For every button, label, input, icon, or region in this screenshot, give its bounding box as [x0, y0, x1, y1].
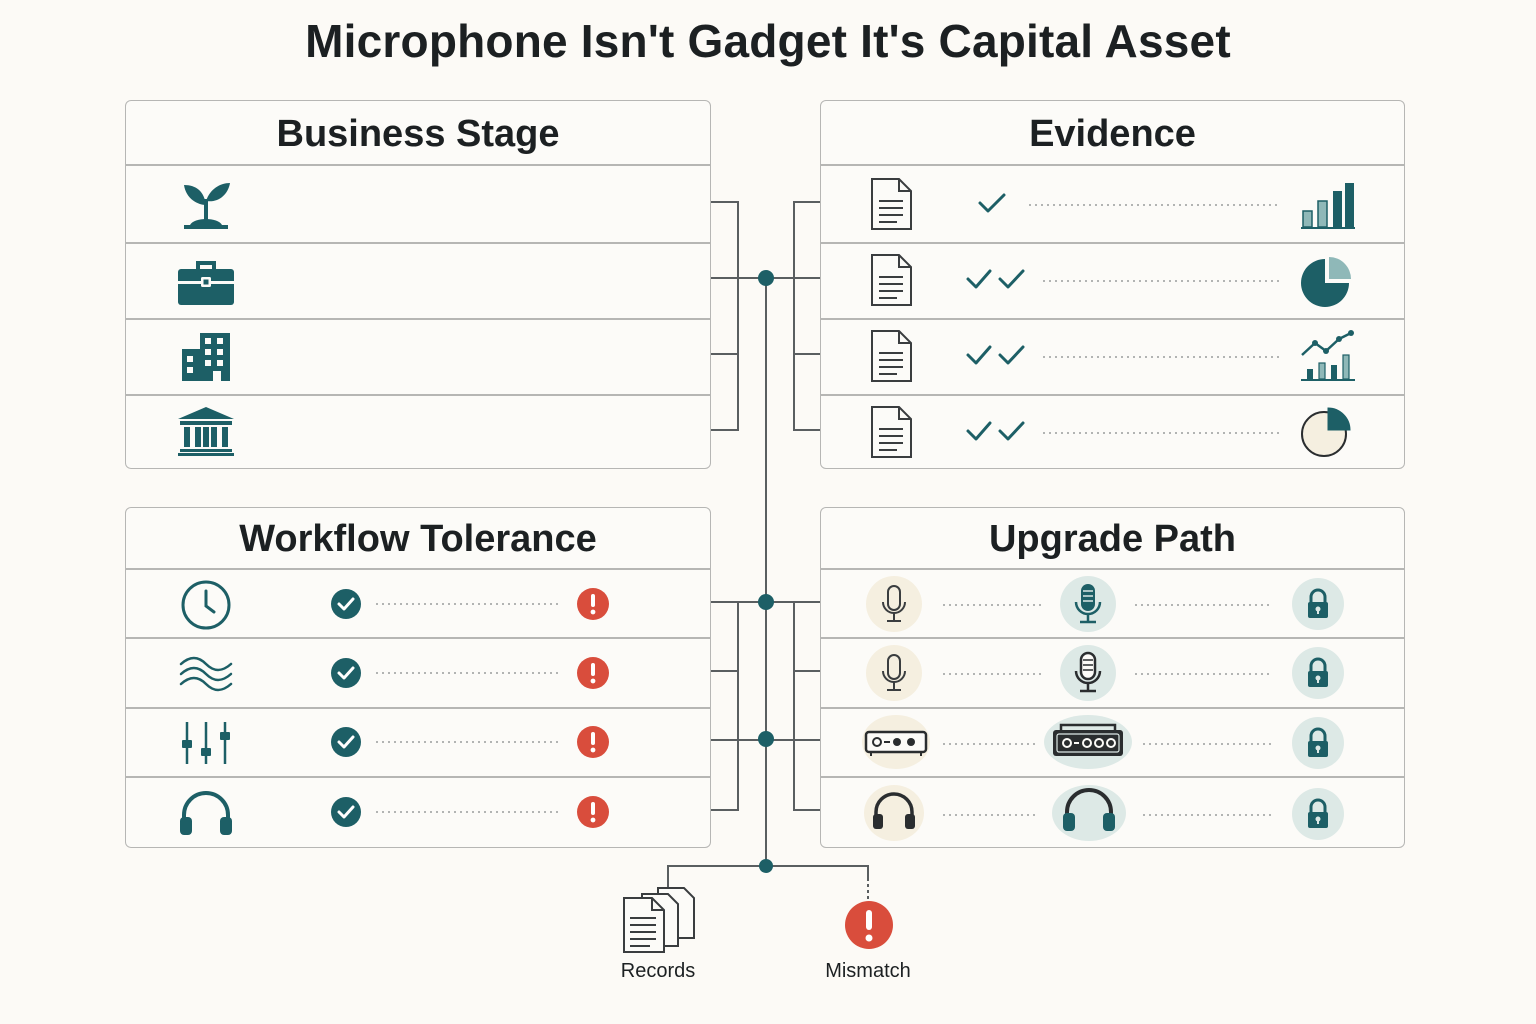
pie-chart-icon [1301, 257, 1351, 307]
hub-node [758, 594, 774, 610]
microphone-studio-icon [1060, 576, 1116, 632]
alert-circle-icon [577, 588, 609, 620]
bar-chart-icon [1301, 183, 1355, 229]
document-icon [871, 406, 912, 458]
records-icon [623, 887, 695, 953]
pie-chart-outline-icon [1301, 407, 1351, 457]
dotted-leader [376, 603, 562, 605]
briefcase-icon [178, 261, 234, 305]
audio-interface-pro-icon [1044, 715, 1132, 769]
dotted-leader [1029, 204, 1281, 206]
page-title: Microphone Isn't Gadget It's Capital Ass… [305, 15, 1231, 67]
dotted-leader [943, 814, 1035, 816]
headphones-basic-icon [864, 785, 924, 841]
check-mark-icon [978, 193, 1006, 213]
document-icon [871, 330, 912, 382]
institution-icon [178, 407, 234, 456]
alert-circle-icon [577, 657, 609, 689]
check-circle-icon [331, 589, 361, 619]
dotted-leader [943, 673, 1043, 675]
evidence-panel: Evidence [820, 100, 1405, 469]
hub-node [758, 731, 774, 747]
dotted-leader [1135, 673, 1271, 675]
hub-node [758, 270, 774, 286]
dotted-leader [1043, 280, 1281, 282]
lock-icon [1292, 717, 1344, 769]
alert-circle-icon [577, 796, 609, 828]
business-stage-title: Business Stage [276, 113, 560, 155]
dotted-leader [1135, 604, 1271, 606]
double-check-icon [966, 269, 1025, 289]
records-label: Records [620, 960, 696, 982]
dotted-leader [376, 741, 562, 743]
audio-interface-basic-icon [862, 715, 930, 769]
dotted-leader [1143, 814, 1271, 816]
mixer-sliders-icon [182, 722, 230, 764]
alert-circle-icon [577, 726, 609, 758]
lock-icon [1292, 788, 1344, 840]
upgrade-path-title: Upgrade Path [988, 518, 1237, 560]
waves-icon [179, 656, 233, 692]
upgrade-path-panel: Upgrade Path [820, 507, 1405, 848]
check-circle-icon [331, 797, 361, 827]
workflow-tolerance-title: Workflow Tolerance [239, 518, 597, 560]
dotted-leader [943, 743, 1035, 745]
headphones-pro-icon [1052, 785, 1126, 841]
lock-icon [1292, 647, 1344, 699]
check-circle-icon [331, 658, 361, 688]
trend-chart-icon [1301, 330, 1355, 381]
sprout-icon [184, 183, 230, 229]
clock-icon [181, 580, 231, 630]
lock-icon [1292, 578, 1344, 630]
mismatch-alert-icon [845, 901, 893, 949]
workflow-tolerance-panel: Workflow Tolerance [125, 507, 711, 848]
microphone-basic-icon [866, 576, 922, 632]
dotted-leader [943, 604, 1043, 606]
document-icon [871, 254, 912, 306]
evidence-title: Evidence [1029, 113, 1196, 155]
document-icon [871, 178, 912, 230]
microphone-basic-icon [866, 645, 922, 701]
mismatch-label: Mismatch [825, 960, 911, 982]
dotted-leader [1043, 432, 1281, 434]
office-building-icon [182, 333, 230, 381]
check-circle-icon [331, 727, 361, 757]
hub-node [759, 859, 773, 873]
dotted-leader [1043, 356, 1281, 358]
double-check-icon [966, 345, 1025, 365]
dotted-leader [376, 811, 562, 813]
headphones-icon [180, 791, 232, 835]
dotted-leader [1143, 743, 1271, 745]
business-stage-panel: Business Stage [125, 100, 711, 469]
dotted-leader [376, 672, 562, 674]
double-check-icon [966, 421, 1025, 441]
microphone-pro-icon [1060, 645, 1116, 701]
